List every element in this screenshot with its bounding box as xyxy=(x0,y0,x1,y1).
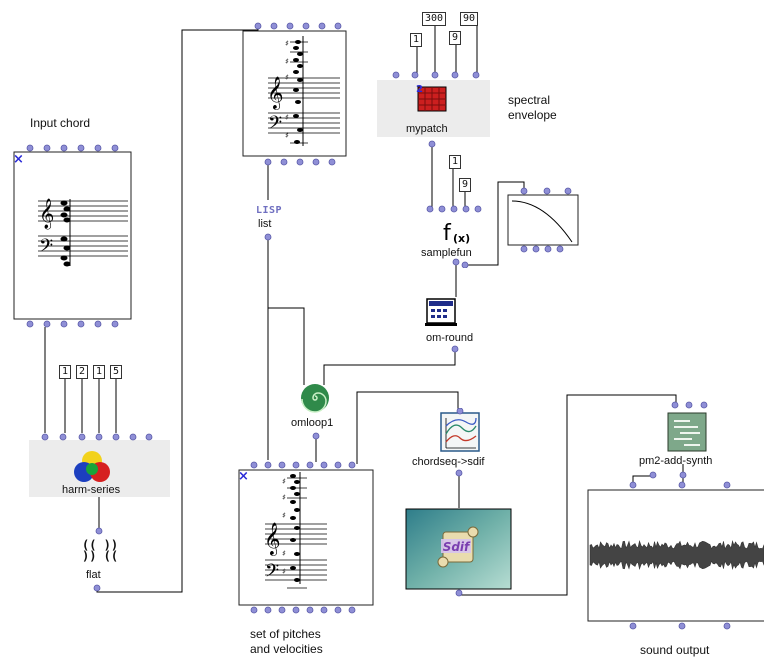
mypatch-param-1[interactable]: 1 xyxy=(410,33,423,47)
pm2-output-port-1[interactable] xyxy=(646,470,660,480)
sdif-file-box[interactable]: Sdif xyxy=(403,506,515,598)
svg-text:♯: ♯ xyxy=(282,511,286,520)
set-of-pitches-label: set of pitches and velocities xyxy=(250,627,323,656)
harm-param-3[interactable]: 1 xyxy=(93,365,106,379)
bass-clef-icon: 𝄢 xyxy=(268,113,282,138)
list-output-port[interactable] xyxy=(261,232,275,242)
svg-text:♯: ♯ xyxy=(282,549,286,558)
svg-text:♯: ♯ xyxy=(285,113,289,122)
treble-clef-icon: 𝄞 xyxy=(39,198,54,230)
wire-samplefun-params[interactable] xyxy=(452,168,466,208)
samplefun-label: samplefun xyxy=(421,247,472,259)
bpf-curve xyxy=(511,200,573,243)
pm2-add-synth-icon xyxy=(667,401,708,452)
mypatch-ports xyxy=(392,71,480,148)
svg-text:2: 2 xyxy=(416,84,423,95)
svg-text:♯: ♯ xyxy=(285,73,289,82)
scroll-icon xyxy=(437,526,479,568)
flat-label: flat xyxy=(86,569,101,581)
sdif-icon-text: Sdif xyxy=(443,540,471,554)
bpf-box[interactable] xyxy=(500,186,584,254)
harm-param-1[interactable]: 1 xyxy=(59,365,72,379)
close-x-icon: × xyxy=(238,469,249,484)
wire-mypatch-params[interactable] xyxy=(416,26,478,74)
treble-clef-icon: 𝄞 xyxy=(264,522,281,556)
wire-round-to-loop[interactable] xyxy=(323,348,456,385)
samplefun-param-9[interactable]: 9 xyxy=(459,178,472,192)
harm-series-output-port[interactable] xyxy=(92,526,106,536)
wire-list-to-loop[interactable] xyxy=(268,307,305,385)
pm2-add-synth-label: pm2-add-synth xyxy=(639,455,713,467)
patch-icon: 2 xyxy=(416,84,447,112)
om-round-label: om-round xyxy=(426,332,474,344)
color-circles-icon xyxy=(74,451,110,482)
mypatch-param-300[interactable]: 300 xyxy=(422,12,447,26)
harm-param-4[interactable]: 5 xyxy=(110,365,123,379)
chordseq-sdif-label: chordseq->sdif xyxy=(412,456,485,468)
harm-series-graphic xyxy=(41,433,153,482)
samplefun-param-1[interactable]: 1 xyxy=(449,155,462,169)
svg-text:♯: ♯ xyxy=(285,39,289,48)
list-label: list xyxy=(258,218,272,230)
flat-output-port[interactable] xyxy=(90,583,104,593)
mypatch-graphic: 2 xyxy=(392,71,480,148)
omloop-label: omloop1 xyxy=(291,417,334,429)
harm-series-ports xyxy=(41,433,153,441)
close-x-icon: × xyxy=(13,152,24,167)
svg-text:♯: ♯ xyxy=(282,493,286,502)
wire-bpf-to-samplefun[interactable] xyxy=(465,181,525,266)
sound-output-label: sound output xyxy=(640,643,710,657)
sound-ports xyxy=(629,481,731,630)
top-chord-ports xyxy=(254,22,342,166)
harm-param-2[interactable]: 2 xyxy=(76,365,89,379)
bpf-ports xyxy=(520,187,572,253)
treble-clef-icon: 𝄞 xyxy=(267,76,284,110)
chord-seq-box[interactable]: × 𝄞 𝄢 ♯ ♯ ♯ ♯ ♯ xyxy=(235,460,379,618)
svg-text:♯: ♯ xyxy=(282,567,286,576)
bass-clef-icon: 𝄢 xyxy=(39,236,53,261)
wire-harm-params[interactable] xyxy=(64,378,117,433)
chordseq-sdif-icon xyxy=(440,408,480,452)
bass-clef-icon: 𝄢 xyxy=(265,561,279,586)
chordseq-sdif-output-port[interactable] xyxy=(452,468,466,478)
spectral-envelope-label: spectral envelope xyxy=(508,93,557,122)
pm2-output-port-2[interactable] xyxy=(676,470,690,480)
chord-seq-ports xyxy=(250,461,356,614)
svg-text:♯: ♯ xyxy=(285,57,289,66)
omloop-icon xyxy=(301,384,329,413)
samplefun-box[interactable]: f (x) xyxy=(422,202,488,268)
top-chord-box[interactable]: 𝄞 𝄢 ♯ ♯ ♯ ♯ ♯ xyxy=(240,20,350,170)
om-round-icon xyxy=(425,298,457,326)
waveform xyxy=(589,539,764,571)
input-chord-box[interactable]: × 𝄞 𝄢 xyxy=(10,144,140,330)
svg-text:♯: ♯ xyxy=(285,131,289,140)
input-chord-ports[interactable] xyxy=(26,144,119,328)
harm-series-label: harm-series xyxy=(62,484,121,496)
wire-chordseq-to-sdif[interactable] xyxy=(356,391,459,464)
function-icon-x: (x) xyxy=(453,232,470,245)
svg-text:♯: ♯ xyxy=(282,477,286,486)
mypatch-param-90[interactable]: 90 xyxy=(460,12,479,26)
samplefun-ports xyxy=(426,205,482,268)
om-round-output-port[interactable] xyxy=(448,344,462,354)
sound-output-box[interactable] xyxy=(584,480,764,632)
lisp-icon: LISP xyxy=(256,205,283,216)
function-icon: f xyxy=(443,221,452,246)
omloop-output-port[interactable] xyxy=(309,431,323,441)
mypatch-label: mypatch xyxy=(406,123,448,135)
flat-icon: (( )))) (( xyxy=(82,538,119,563)
mypatch-param-9[interactable]: 9 xyxy=(449,31,462,45)
input-chord-label: Input chord xyxy=(30,116,91,130)
